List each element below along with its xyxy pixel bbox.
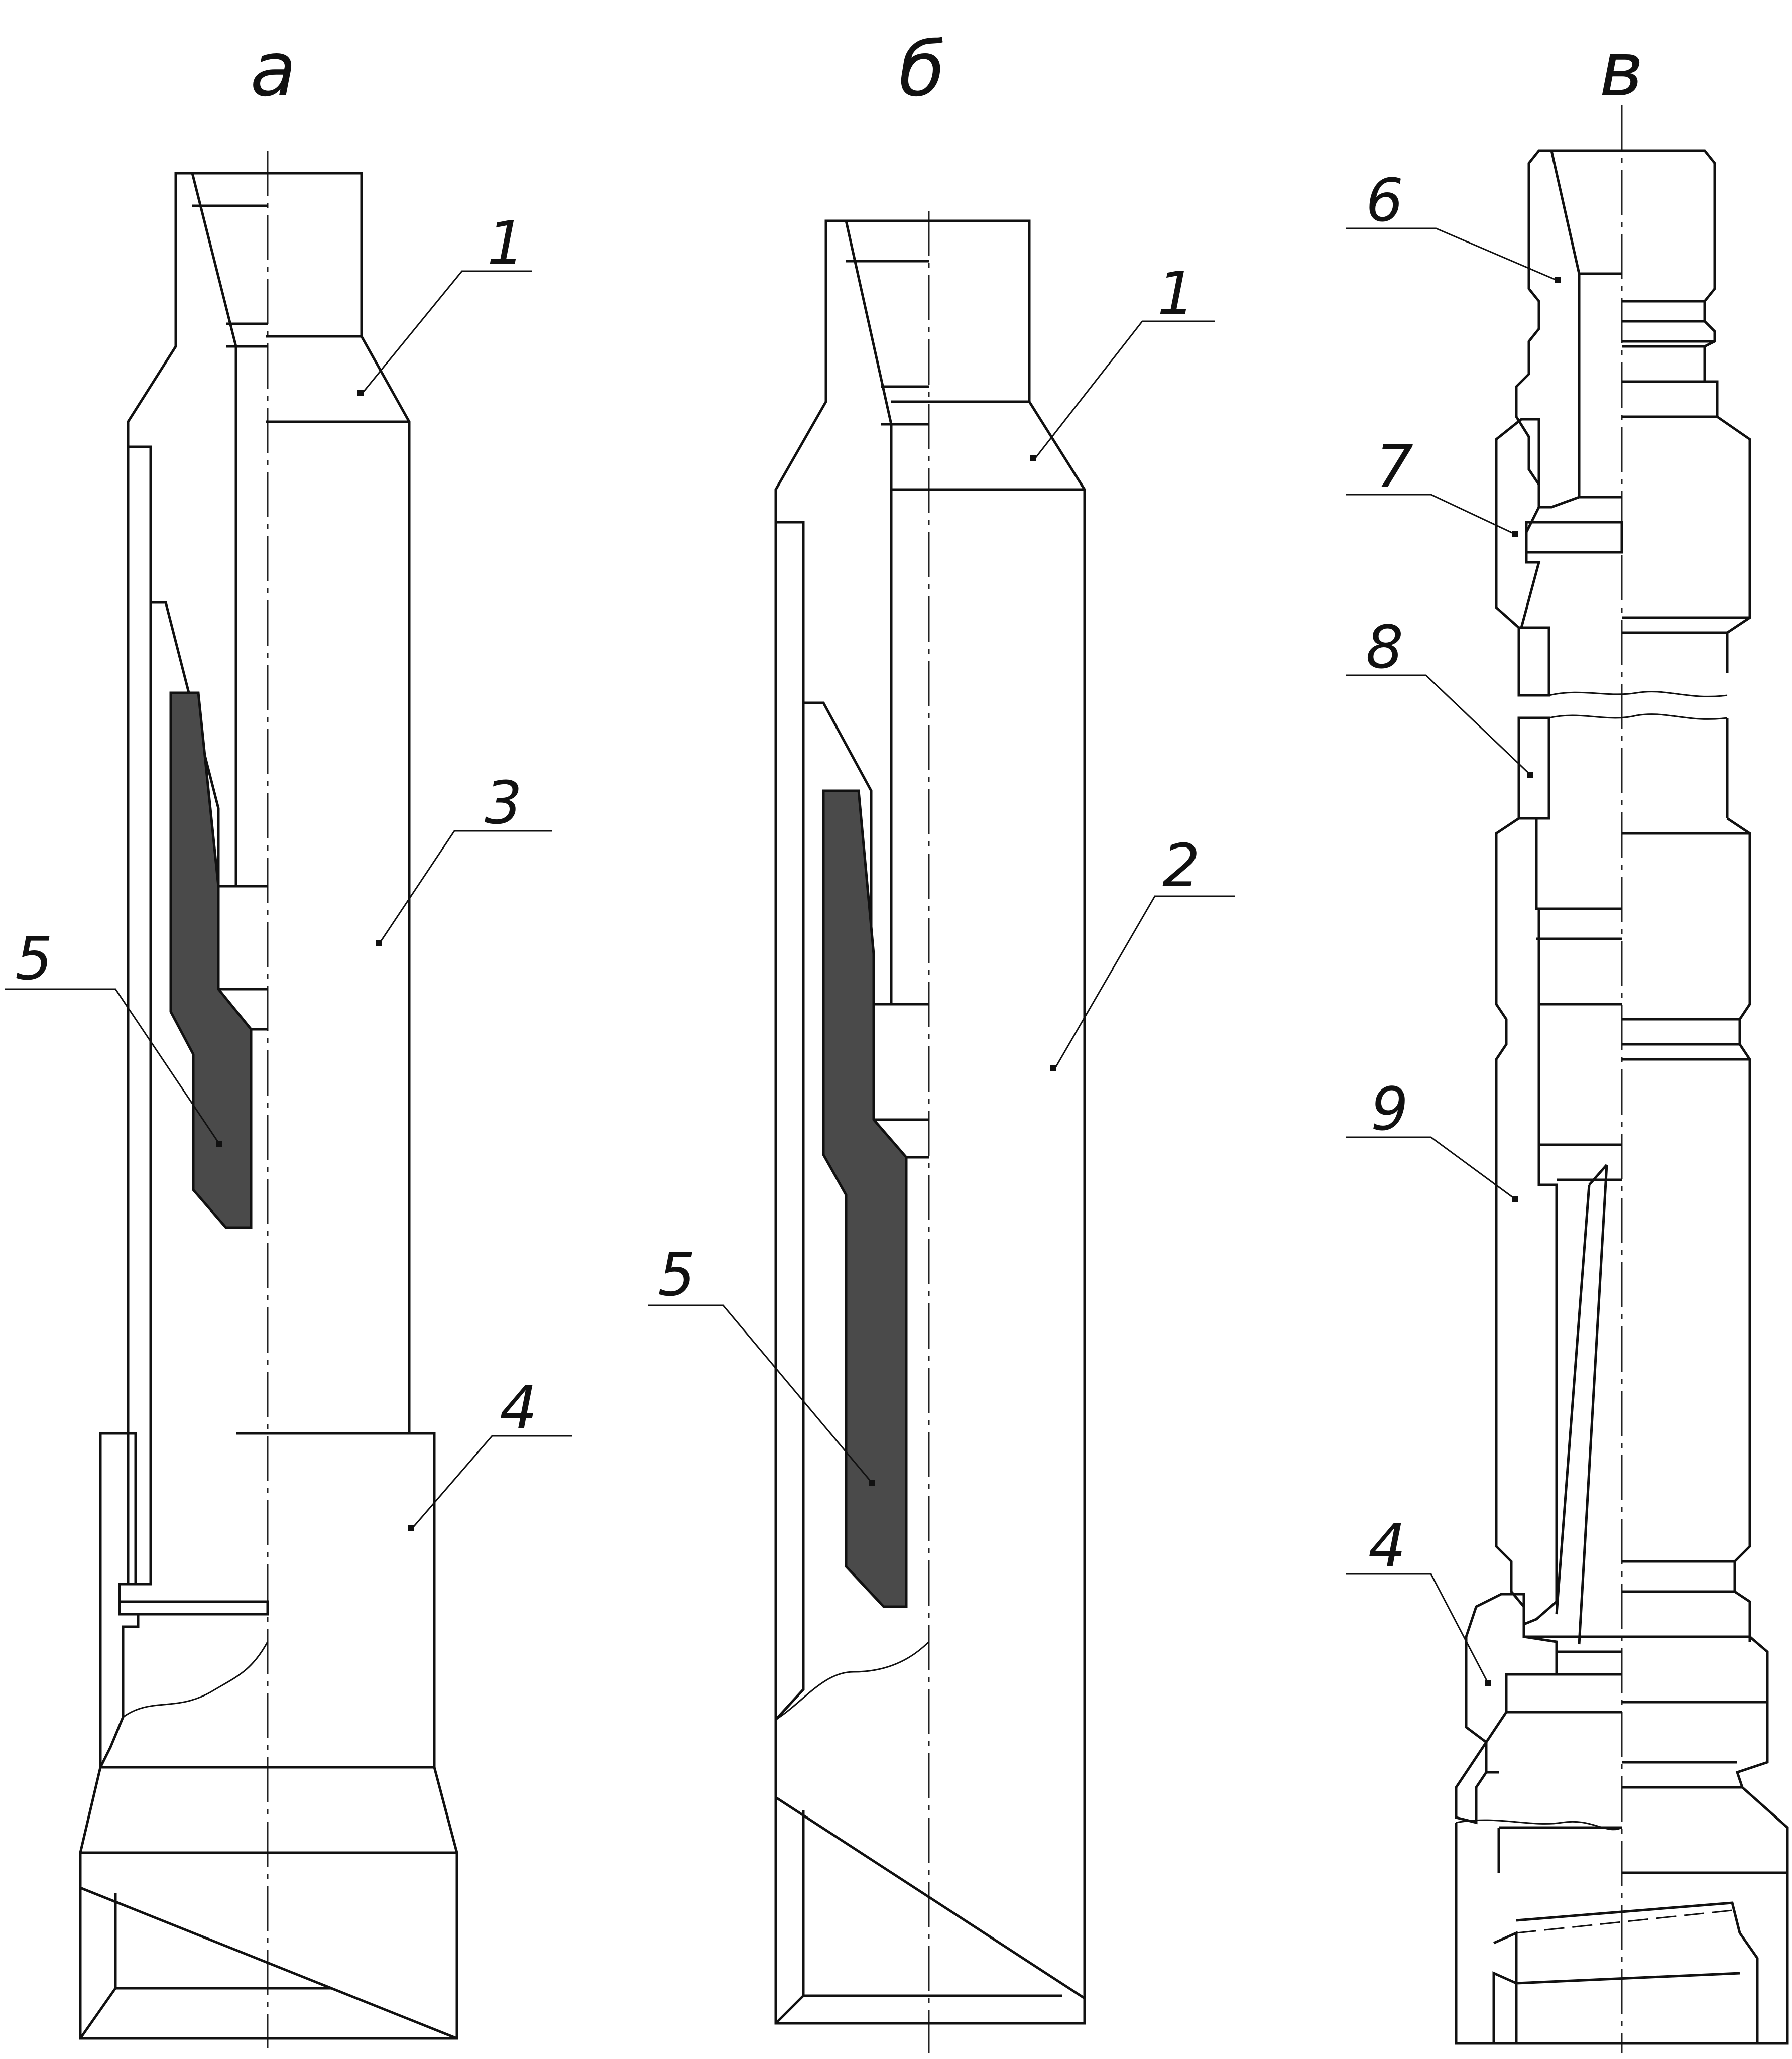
callout-a-3: 3 — [485, 768, 522, 837]
leader-dot — [1527, 772, 1533, 778]
leader-c-8 — [1346, 674, 1532, 777]
view-c-pipe-section — [1517, 626, 1550, 697]
view-a-solid-insert — [169, 691, 253, 1229]
view-c-shoe — [1492, 1931, 1759, 2043]
view-a: а 1 3 5 — [5, 26, 572, 2048]
view-c-break-upper — [1548, 691, 1728, 697]
view-c-box-7-section — [1495, 418, 1541, 629]
leader-b-2 — [1053, 895, 1235, 1070]
view-b: б 1 2 5 — [648, 26, 1235, 2053]
callout-c-6: 6 — [1366, 166, 1403, 235]
view-b-shoe-lines — [775, 1796, 1086, 2024]
view-c-upper-detail — [1579, 272, 1750, 634]
callout-c-8: 8 — [1366, 613, 1403, 682]
leader-dot — [1485, 1680, 1491, 1686]
view-b-body-outline — [774, 219, 1086, 2025]
leader-a-3 — [378, 830, 552, 944]
leader-c-4 — [1346, 1573, 1490, 1685]
view-c-lower-coupling-section — [1455, 1593, 1558, 1825]
view-b-solid-insert — [822, 789, 908, 1608]
view-c-lower-detail — [1536, 832, 1750, 1593]
view-a-break-line — [123, 1641, 269, 1718]
leader-dot — [216, 1141, 222, 1147]
view-c-upper-sub-section — [1515, 149, 1581, 509]
leader-dot — [1555, 277, 1561, 283]
leader-c-7 — [1346, 494, 1517, 536]
callout-a-5: 5 — [15, 924, 53, 993]
view-c-upper-sub-outline — [1551, 149, 1751, 673]
view-c-lower-coupling-outline — [1455, 1635, 1789, 2045]
callout-a-4: 4 — [500, 1373, 537, 1442]
leader-dot — [408, 1525, 414, 1531]
leader-b-5 — [648, 1304, 874, 1484]
view-b-break-line — [775, 1641, 930, 1721]
view-a-shoe-inner — [79, 1893, 331, 2039]
view-c-title: в — [1599, 26, 1643, 113]
view-a-shoe-line — [80, 1886, 457, 2040]
leader-a-5 — [5, 988, 221, 1145]
view-c-break-bottom — [1456, 1819, 1622, 1831]
leader-dot — [1050, 1065, 1056, 1071]
leader-dot — [869, 1480, 875, 1486]
leader-c-9 — [1346, 1136, 1517, 1201]
view-b-left-wall-section — [774, 521, 805, 1723]
view-c-ring-7 — [1525, 521, 1623, 554]
view-a-left-wall-section — [127, 445, 152, 1586]
leader-dot — [357, 390, 364, 396]
view-c-shoe-top — [1516, 1901, 1741, 1933]
view-c-slot — [1555, 1164, 1608, 1645]
callout-b-1: 1 — [1157, 259, 1195, 328]
view-c-pipe-section-lower — [1517, 716, 1550, 820]
leader-c-6 — [1346, 227, 1560, 282]
leader-a-1 — [361, 270, 532, 395]
leader-a-4 — [411, 1435, 572, 1529]
callout-c-4: 4 — [1368, 1511, 1406, 1581]
leader-dot — [1512, 1196, 1518, 1202]
view-a-coupling-ring — [120, 1600, 269, 1616]
view-a-title: а — [250, 26, 296, 113]
view-c: в 6 7 8 — [1346, 26, 1789, 2053]
callout-c-7: 7 — [1376, 432, 1413, 501]
callout-b-5: 5 — [658, 1240, 695, 1309]
callout-a-1: 1 — [487, 208, 525, 278]
view-c-break-lower — [1548, 713, 1728, 720]
view-a-shoe — [79, 1766, 458, 2040]
callout-c-9: 9 — [1371, 1074, 1408, 1144]
leader-b-1 — [1033, 320, 1215, 460]
view-a-lower-coupling — [99, 1432, 140, 1768]
view-c-shoe-dash — [1516, 1909, 1733, 1934]
view-c-coupling-detail — [1486, 1650, 1787, 1874]
view-c-lower-box-outline — [1726, 817, 1751, 1642]
leader-dot — [1030, 455, 1036, 461]
callout-b-2: 2 — [1162, 831, 1200, 900]
view-b-title: б — [899, 26, 945, 113]
leader-dot — [1512, 531, 1518, 537]
leader-dot — [376, 940, 382, 946]
